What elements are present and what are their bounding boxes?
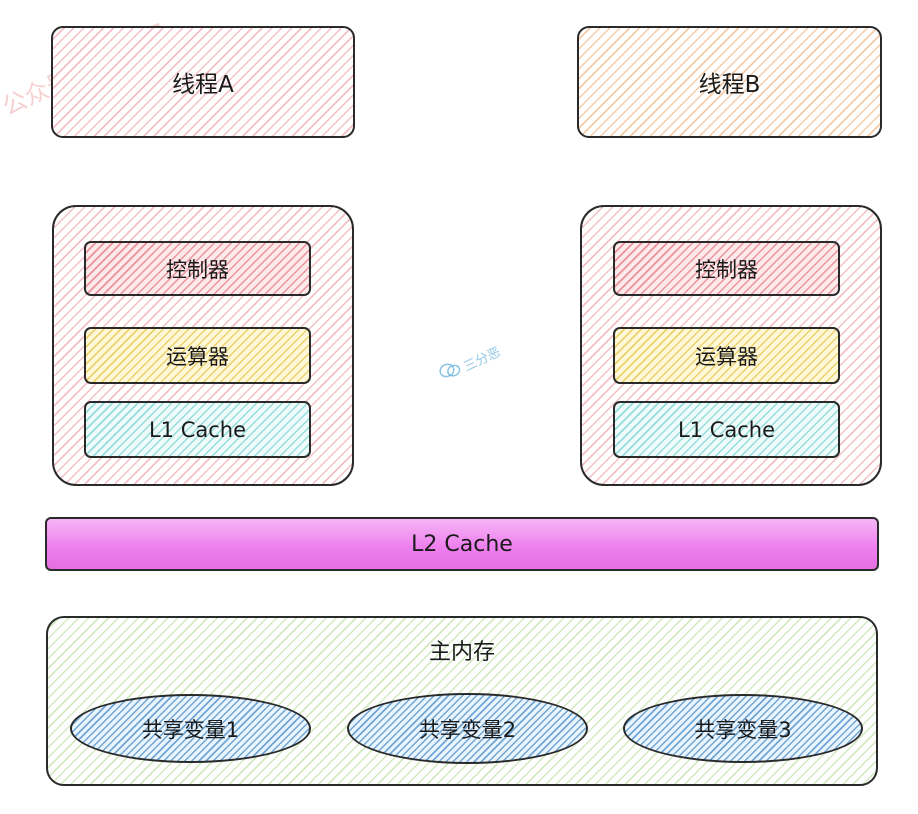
thread-b-label: 线程B <box>698 72 761 98</box>
controller-left: 控制器 <box>84 241 311 296</box>
wechat-icon <box>436 357 465 386</box>
thread-b-box: 线程B <box>577 26 882 138</box>
controller-right-label: 控制器 <box>695 257 758 282</box>
thread-a-label: 线程A <box>172 72 234 98</box>
watermark-center-text: 三分恶 <box>461 344 504 375</box>
shared-variable-3: 共享变量3 <box>623 694 863 763</box>
controller-right: 控制器 <box>613 241 840 296</box>
shared-variable-1: 共享变量1 <box>70 694 311 763</box>
controller-left-label: 控制器 <box>166 257 229 282</box>
thread-a-box: 线程A <box>51 26 355 138</box>
l1-cache-left-label: L1 Cache <box>148 417 247 442</box>
shared-variable-1-label: 共享变量1 <box>141 717 240 742</box>
alu-right-label: 运算器 <box>695 344 758 369</box>
l1-cache-left: L1 Cache <box>84 401 311 458</box>
shared-variable-2: 共享变量2 <box>347 693 588 764</box>
main-memory-label: 主内存 <box>428 640 495 665</box>
alu-left-label: 运算器 <box>166 344 229 369</box>
alu-left: 运算器 <box>84 327 311 384</box>
watermark-center: 三分恶 <box>436 340 503 387</box>
l2-cache-label: L2 Cache <box>411 531 513 557</box>
l2-cache-bar: L2 Cache <box>45 517 879 571</box>
l1-cache-right: L1 Cache <box>613 401 840 458</box>
shared-variable-3-label: 共享变量3 <box>694 717 792 742</box>
l1-cache-right-label: L1 Cache <box>677 417 776 442</box>
shared-variable-2-label: 共享变量2 <box>418 717 517 742</box>
alu-right: 运算器 <box>613 327 840 384</box>
